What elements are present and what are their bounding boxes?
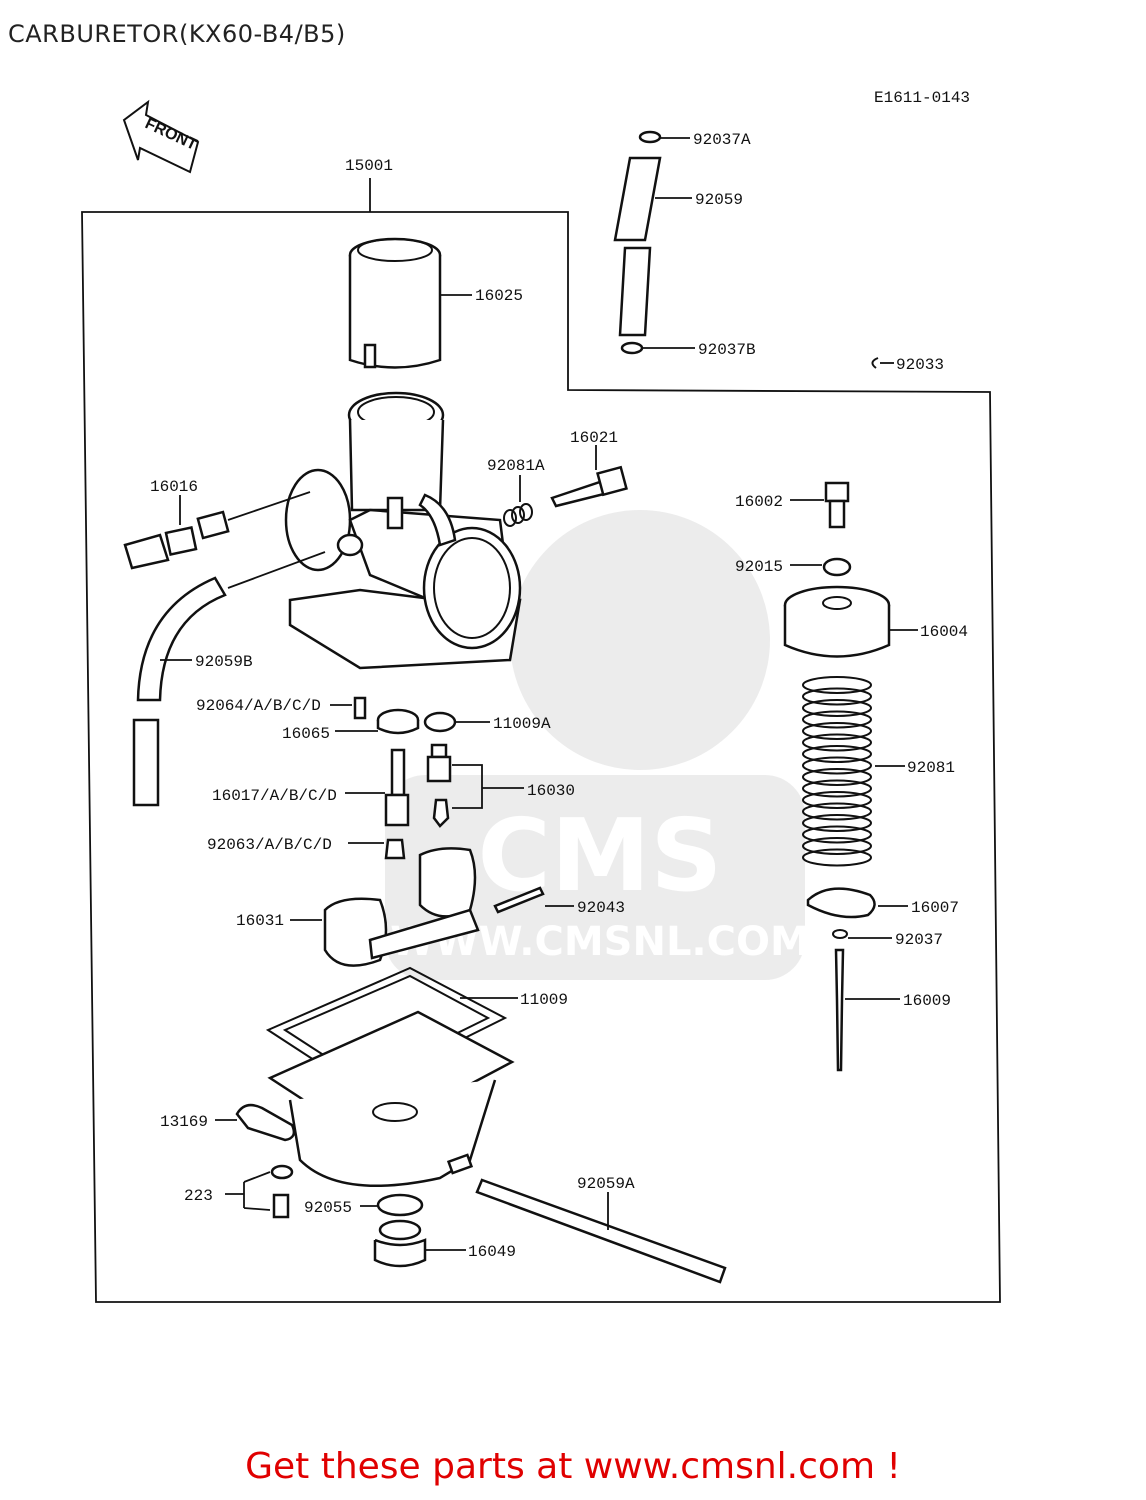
front-arrow-icon: FRONT: [122, 99, 200, 174]
label-16065: 16065: [282, 725, 330, 743]
throttle-return-spring: [802, 676, 872, 867]
carburetor-exploded-diagram: CMS WWW.CMSNL.COM E1611-0143 FRONT 15001…: [81, 89, 1001, 1303]
watermark-brand: CMS: [478, 797, 723, 914]
spring-coil: [802, 699, 872, 717]
spring-coil: [802, 802, 872, 821]
label-92059a: 92059A: [577, 1175, 635, 1193]
label-92037: 92037: [895, 931, 943, 949]
spring-coil: [802, 848, 872, 867]
label-16049: 16049: [468, 1243, 516, 1261]
air-screw: [550, 465, 628, 508]
spring-coil: [802, 814, 872, 832]
spring-coil: [802, 676, 872, 694]
hose-fitting: [123, 510, 230, 570]
needle-jet-holder: [376, 708, 420, 735]
spring-coil: [802, 710, 872, 729]
label-16025: 16025: [475, 287, 523, 305]
label-16021: 16021: [570, 429, 618, 447]
label-16009: 16009: [903, 992, 951, 1010]
label-92037b: 92037B: [698, 341, 756, 359]
label-92059: 92059: [695, 191, 743, 209]
assembly-boundary: [81, 211, 1001, 1303]
label-11009a: 11009A: [493, 715, 551, 733]
front-label: FRONT: [142, 115, 199, 154]
label-16031: 16031: [236, 912, 284, 930]
label-92063: 92063/A/B/C/D: [207, 836, 332, 854]
spring-coil: [802, 825, 872, 844]
label-92015: 92015: [735, 558, 783, 576]
label-92055: 92055: [304, 1199, 352, 1217]
float: [323, 847, 480, 967]
label-92081: 92081: [907, 759, 955, 777]
label-16002: 16002: [735, 493, 783, 511]
label-92059b: 92059B: [195, 653, 253, 671]
label-15001: 15001: [345, 157, 393, 175]
diagram-code: E1611-0143: [874, 89, 970, 107]
carburetor-body: [284, 391, 522, 670]
main-jet: [384, 748, 410, 827]
label-92081a: 92081A: [487, 457, 545, 475]
spring-coil: [802, 745, 872, 763]
spring-coil: [802, 768, 872, 786]
spring-coil: [802, 791, 872, 809]
drain-plug: [373, 1219, 427, 1268]
footer-link-text[interactable]: Get these parts at www.cmsnl.com !: [245, 1446, 901, 1487]
carburetor-cap: [783, 585, 891, 658]
label-16007: 16007: [911, 899, 959, 917]
label-92033: 92033: [896, 356, 944, 374]
spring-coil: [802, 733, 872, 752]
label-223: 223: [184, 1187, 213, 1205]
spring-coil: [802, 837, 872, 855]
label-16016: 16016: [150, 478, 198, 496]
pilot-jet: [426, 743, 452, 828]
label-16004: 16004: [920, 623, 968, 641]
label-13169: 13169: [160, 1113, 208, 1131]
spring-coil: [802, 722, 872, 740]
page-title: CARBURETOR(KX60-B4/B5): [8, 20, 346, 48]
air-screw-spring: [503, 503, 533, 527]
spring-coil: [802, 687, 872, 706]
spring-coil: [802, 779, 872, 798]
label-92064: 92064/A/B/C/D: [196, 697, 321, 715]
throttle-slide: [348, 237, 442, 369]
label-92043: 92043: [577, 899, 625, 917]
label-11009: 11009: [520, 991, 568, 1009]
cable-adjuster: [824, 481, 850, 529]
spring-coil: [802, 756, 872, 775]
float-bowl: [267, 1010, 515, 1188]
label-16030: 16030: [527, 782, 575, 800]
label-16017: 16017/A/B/C/D: [212, 787, 337, 805]
label-92037a: 92037A: [693, 131, 751, 149]
cmsnl-watermark: CMS WWW.CMSNL.COM: [385, 510, 810, 980]
